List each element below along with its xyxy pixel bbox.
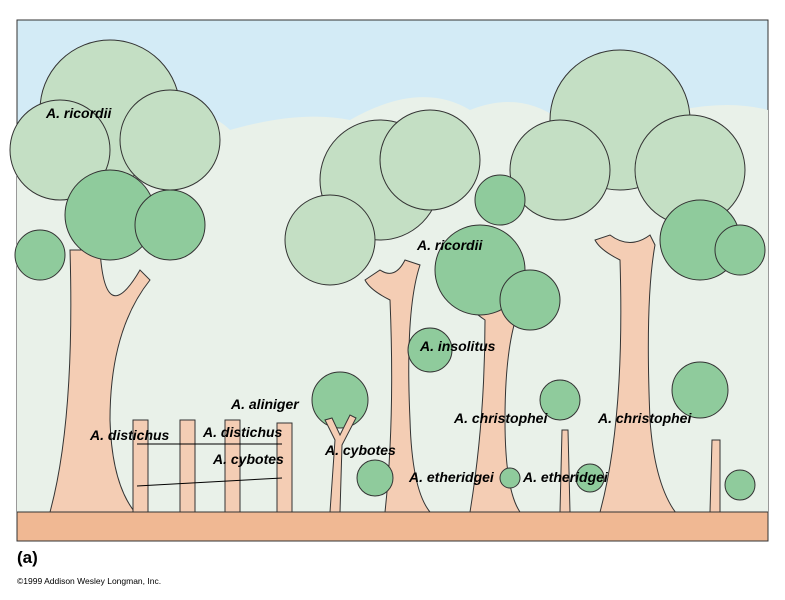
label-ricordii-2: A. ricordii bbox=[417, 237, 483, 253]
label-etheridgei-2: A. etheridgei bbox=[523, 469, 608, 485]
foreground-canopy bbox=[14, 169, 766, 501]
label-distichus-1: A. distichus bbox=[90, 427, 170, 443]
label-christophei-1: A. christophei bbox=[454, 410, 548, 426]
label-christophei-2: A. christophei bbox=[598, 410, 692, 426]
label-distichus-2: A. distichus bbox=[203, 424, 283, 440]
label-cybotes-1: A. cybotes bbox=[213, 451, 284, 467]
label-etheridgei-1: A. etheridgei bbox=[409, 469, 494, 485]
label-ricordii-1: A. ricordii bbox=[46, 105, 112, 121]
label-insolitus: A. insolitus bbox=[420, 338, 496, 354]
copyright: ©1999 Addison Wesley Longman, Inc. bbox=[17, 576, 162, 586]
perch-lines bbox=[136, 443, 283, 487]
ground bbox=[16, 511, 769, 542]
label-cybotes-2: A. cybotes bbox=[325, 442, 396, 458]
label-aliniger: A. aliniger bbox=[231, 396, 299, 412]
panel-label: (a) bbox=[17, 548, 38, 567]
posts bbox=[132, 414, 721, 513]
background-canopy bbox=[9, 39, 746, 286]
